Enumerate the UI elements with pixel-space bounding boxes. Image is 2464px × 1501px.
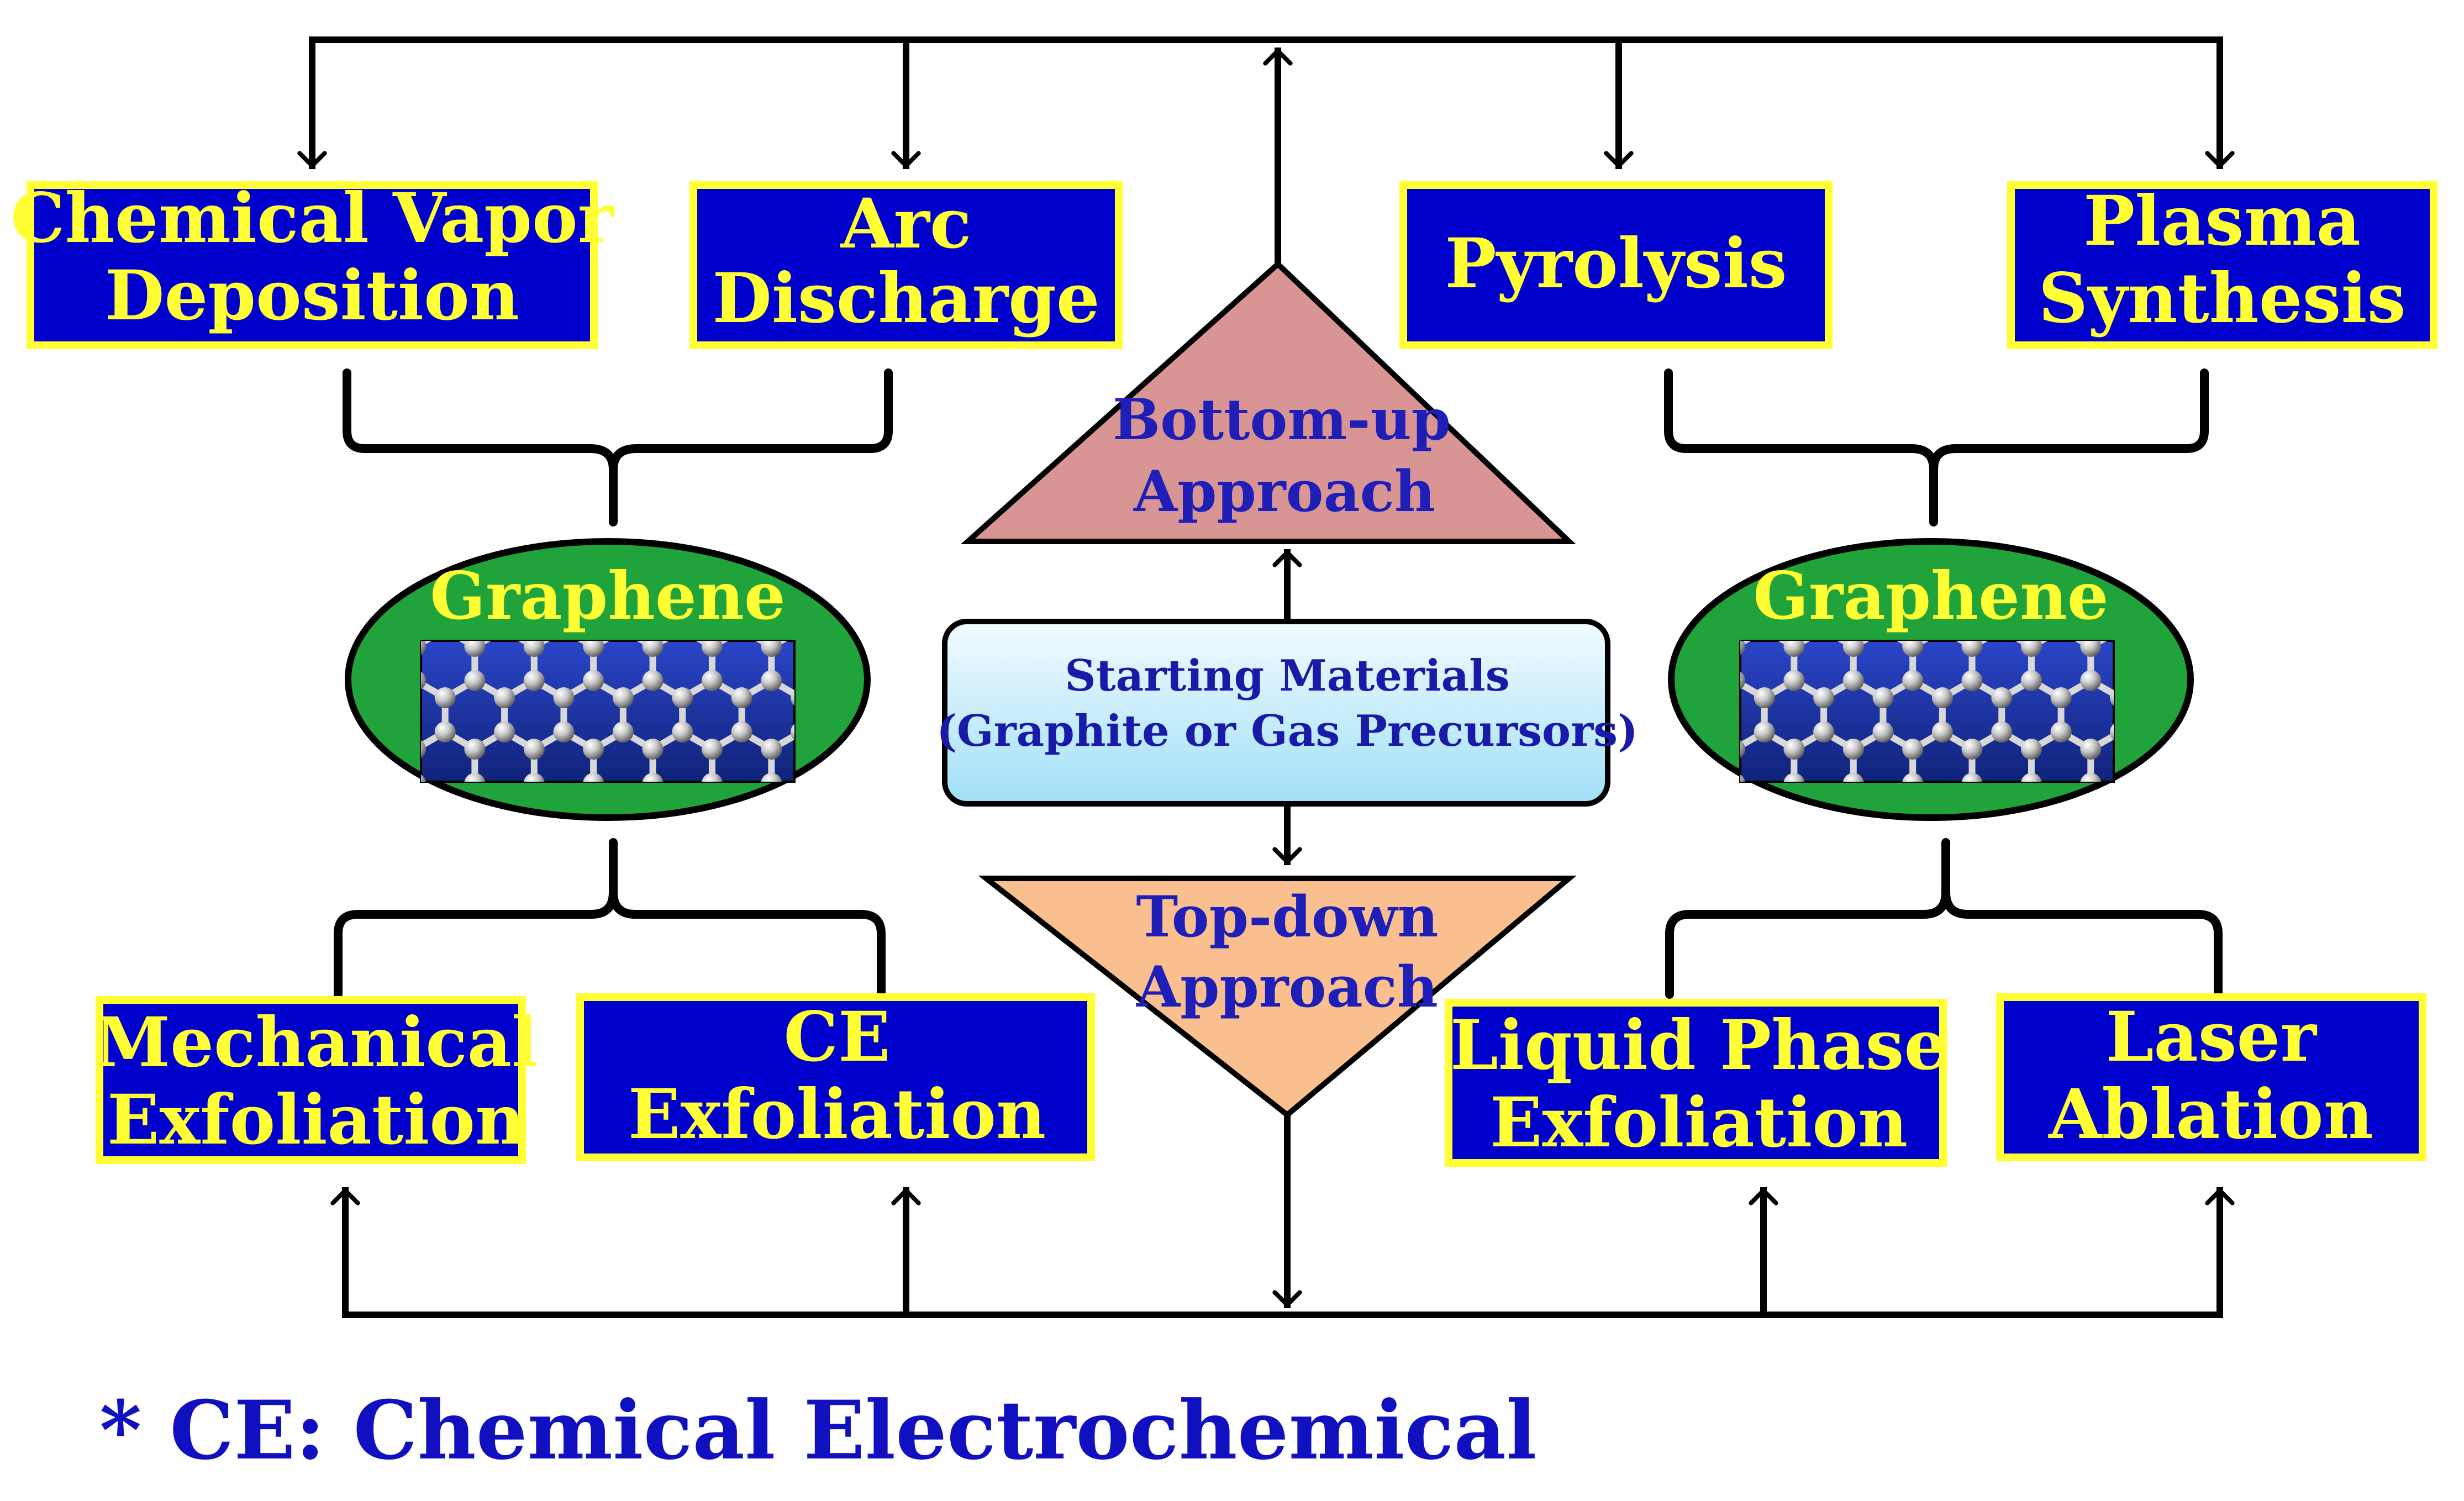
bottom-up-triangle: Bottom-up Approach: [960, 260, 1576, 544]
cvd-label-line2: Deposition: [105, 256, 519, 336]
pyrolysis-box: Pyrolysis: [1399, 181, 1833, 349]
liquid-label-line2: Exfoliation: [1490, 1083, 1908, 1163]
graphene-left-label: Graphene: [430, 557, 786, 634]
brace-bottom-right: [1665, 838, 2223, 999]
pyrolysis-label: Pyrolysis: [1445, 224, 1787, 304]
top-down-triangle: Top-down Approach: [978, 876, 1577, 1119]
laser-box: Laser Ablation: [1996, 993, 2426, 1161]
ce-label-line1: CE: [783, 997, 890, 1077]
laser-label-line1: Laser: [2105, 997, 2317, 1077]
brace-top-left: [343, 368, 893, 526]
graphene-right-label: Graphene: [1753, 557, 2109, 634]
top-down-line1: Top-down: [1136, 884, 1438, 950]
ce-label-line2: Exfoliation: [628, 1075, 1046, 1155]
brace-bottom-left: [334, 838, 886, 999]
top-down-line2: Approach: [1136, 954, 1438, 1020]
cvd-label-line1: Chemical Vapor: [10, 178, 615, 259]
arc-label-line1: Arc: [840, 184, 971, 264]
bottom-up-line1: Bottom-up: [1113, 387, 1451, 453]
braces: [334, 368, 2223, 999]
footnote: * CE: Chemical Electrochemical: [99, 1383, 1536, 1478]
cvd-box: Chemical Vapor Deposition: [10, 178, 615, 349]
plasma-label-line2: Synthesis: [2039, 259, 2406, 339]
graphene-lattice-icon: [1739, 640, 2115, 783]
starting-materials-line2: (Graphite or Gas Precursors): [936, 706, 1638, 756]
arc-box: Arc Discharge: [689, 181, 1123, 349]
laser-label-line2: Ablation: [2048, 1075, 2373, 1155]
ce-box: CE Exfoliation: [576, 993, 1095, 1161]
liquid-box: Liquid Phase Exfoliation: [1445, 999, 1948, 1167]
graphene-lattice-icon: [420, 640, 796, 783]
liquid-label-line1: Liquid Phase: [1450, 1005, 1948, 1086]
plasma-box: Plasma Synthesis: [2007, 181, 2437, 349]
brace-top-right: [1664, 368, 2209, 526]
arc-label-line2: Discharge: [712, 259, 1099, 339]
mechanical-label-line2: Exfoliation: [107, 1080, 525, 1160]
plasma-label-line1: Plasma: [2083, 181, 2361, 261]
graphene-right: Graphene: [1668, 538, 2194, 821]
connectors: [297, 36, 2235, 1318]
graphene-left: Graphene: [345, 538, 871, 821]
bottom-up-line2: Approach: [1133, 459, 1435, 525]
starting-materials-line1: Starting Materials: [1065, 651, 1509, 701]
mechanical-label-line1: Mechanical: [94, 1003, 538, 1083]
mechanical-box: Mechanical Exfoliation: [94, 996, 538, 1164]
starting-materials-box: Starting Materials (Graphite or Gas Prec…: [936, 619, 1638, 807]
